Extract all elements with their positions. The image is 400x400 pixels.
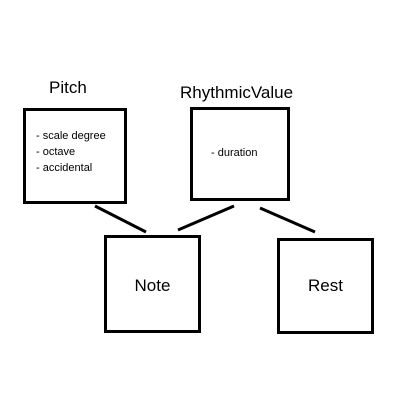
note-label: Note (134, 276, 171, 295)
pitch-attribute: - octave (36, 146, 76, 158)
rhythmic-value-attribute: - duration (211, 147, 258, 159)
rhythmic-value-box: - duration (190, 107, 290, 201)
note-box: Note (104, 235, 201, 333)
rhythmic-value-attribute-list: - duration (211, 145, 257, 161)
rest-label: Rest (308, 276, 343, 295)
rest-box: Rest (277, 238, 374, 334)
edge-rhythmic-value-note (177, 204, 235, 232)
pitch-attribute: - scale degree (36, 130, 106, 142)
rhythmic-value-title: RhythmicValue (180, 83, 294, 102)
edge-rhythmic-value-rest (259, 206, 316, 234)
edge-pitch-note (94, 204, 147, 234)
pitch-box: - scale degree - octave - accidental (23, 108, 127, 204)
pitch-title: Pitch (49, 78, 87, 97)
pitch-attribute-list: - scale degree - octave - accidental (36, 128, 106, 176)
pitch-attribute: - accidental (36, 162, 93, 174)
